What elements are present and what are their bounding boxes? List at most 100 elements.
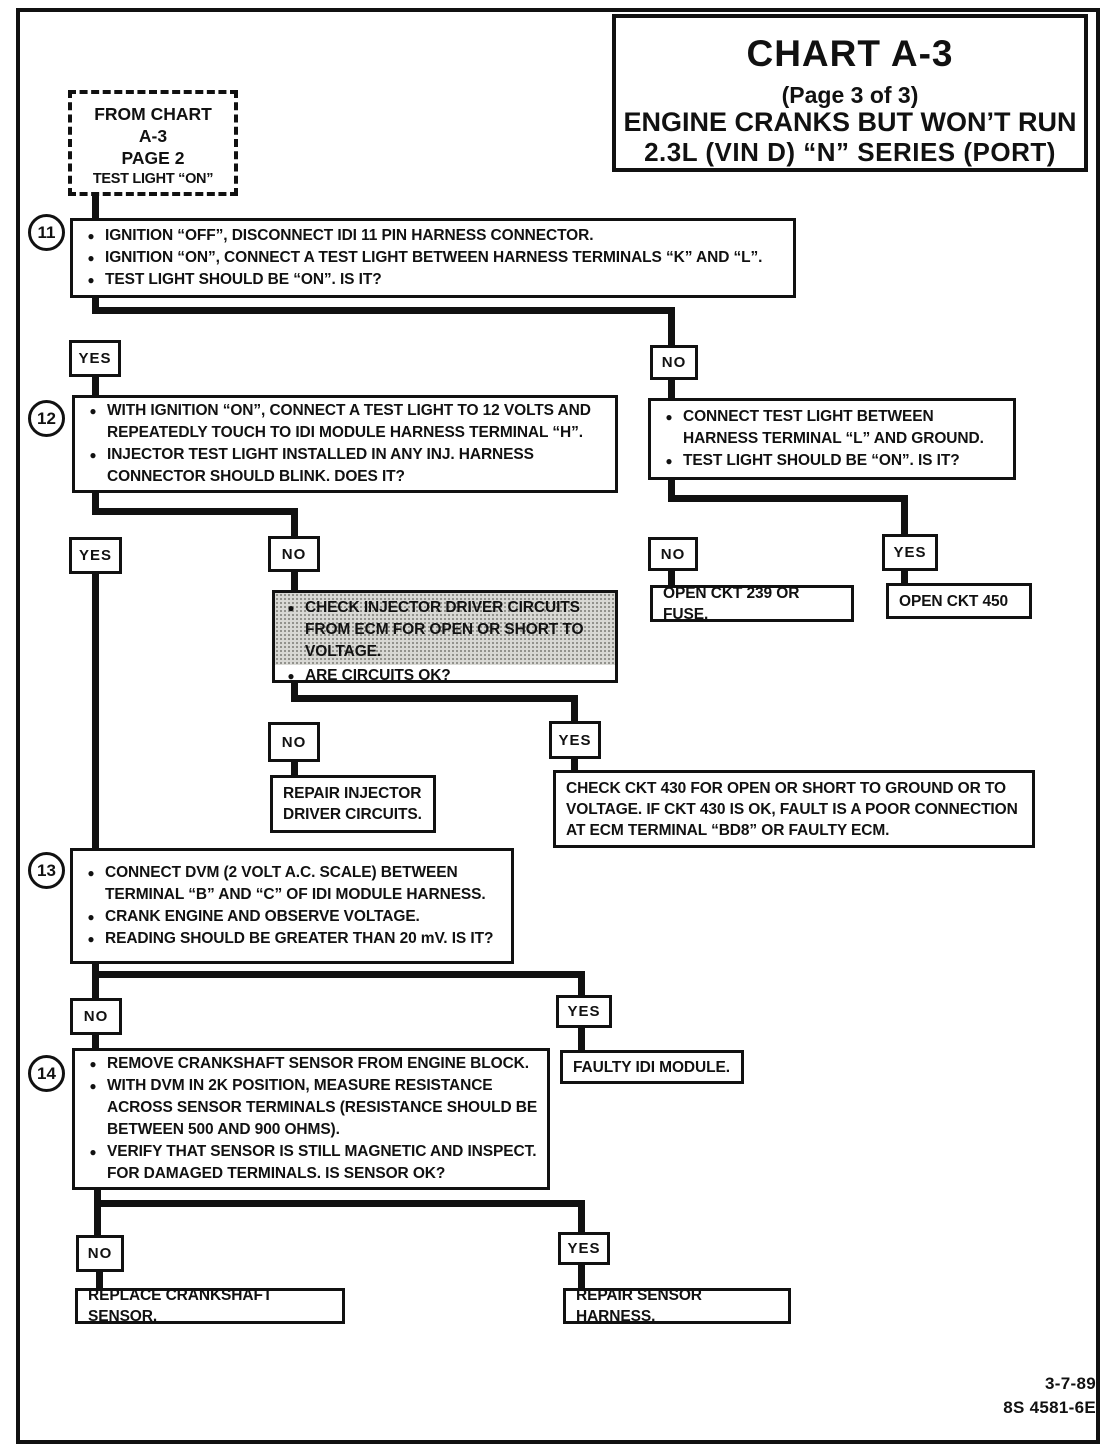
connector: [578, 1265, 585, 1289]
step14-bullet-row: ● WITH DVM IN 2K POSITION, MEASURE RESIS…: [79, 1075, 539, 1141]
step11-number-badge: 11: [28, 214, 65, 251]
ground-test-no-box: NO: [648, 537, 698, 571]
step12-bullet-row: ● WITH IGNITION “ON”, CONNECT A TEST LIG…: [79, 400, 607, 444]
bullet-icon: ●: [87, 229, 95, 243]
step11-no-box: NO: [650, 345, 698, 380]
connector: [668, 571, 675, 586]
test-light-ground-bullet-row: ● TEST LIGHT SHOULD BE “ON”. IS IT?: [655, 450, 1005, 472]
step14-yes-box: YES: [558, 1232, 610, 1265]
entry-line3: PAGE 2: [121, 148, 185, 168]
connector: [291, 508, 298, 537]
bullet-icon: ●: [89, 1145, 97, 1159]
connector: [92, 574, 99, 850]
open-ckt-239-label: OPEN CKT 239 OR FUSE.: [663, 584, 800, 623]
entry-line4: TEST LIGHT “ON”: [92, 171, 214, 187]
check-injector-shaded-row: ● CHECK INJECTOR DRIVER CIRCUITS FROM EC…: [275, 593, 615, 665]
no-label: NO: [83, 1008, 109, 1025]
repair-harness-label: REPAIR SENSOR HARNESS.: [576, 1287, 702, 1325]
footer-date: 3-7-89: [1045, 1374, 1096, 1393]
step12-yes-box: YES: [69, 537, 122, 574]
bullet-icon: ●: [665, 454, 673, 468]
step11-box: ● IGNITION “OFF”, DISCONNECT IDI 11 PIN …: [70, 218, 796, 298]
step13-bullet-3: READING SHOULD BE GREATER THAN 20 mV. IS…: [105, 930, 494, 947]
check-injector-plain-row: ● ARE CIRCUITS OK?: [275, 665, 615, 691]
step11-number: 11: [37, 222, 56, 242]
test-light-ground-bullet-row: ● CONNECT TEST LIGHT BETWEEN HARNESS TER…: [655, 406, 1005, 450]
connector: [92, 1035, 99, 1049]
connector: [94, 1200, 585, 1207]
chart-page-indicator: (Page 3 of 3): [781, 82, 919, 108]
step13-bullet-1: CONNECT DVM (2 VOLT A.C. SCALE) BETWEEN …: [105, 864, 486, 903]
repair-harness-box: REPAIR SENSOR HARNESS.: [563, 1287, 791, 1325]
connector: [92, 298, 99, 314]
step14-bullet-row: ● REMOVE CRANKSHAFT SENSOR FROM ENGINE B…: [79, 1053, 539, 1075]
open-ckt-239-box: OPEN CKT 239 OR FUSE.: [650, 584, 854, 623]
step12-bullet-1: WITH IGNITION “ON”, CONNECT A TEST LIGHT…: [107, 402, 591, 441]
entry-from-chart-box: FROM CHART A-3 PAGE 2 TEST LIGHT “ON”: [68, 90, 238, 196]
bullet-icon: ●: [89, 1079, 97, 1093]
bullet-icon: ●: [87, 273, 95, 287]
faulty-idi-label: FAULTY IDI MODULE.: [573, 1058, 730, 1076]
step12-number-badge: 12: [28, 400, 65, 437]
yes-label: YES: [893, 544, 927, 561]
step12-no-box: NO: [268, 536, 320, 572]
step13-no-box: NO: [70, 998, 122, 1035]
step13-bullet-row: ● CONNECT DVM (2 VOLT A.C. SCALE) BETWEE…: [77, 862, 503, 906]
circuits-no-box: NO: [268, 722, 320, 762]
yes-label: YES: [567, 1003, 601, 1020]
connector: [92, 493, 99, 515]
connector: [578, 1028, 585, 1051]
step14-bullet-row: ● VERIFY THAT SENSOR IS STILL MAGNETIC A…: [79, 1141, 539, 1185]
repair-injector-label: REPAIR INJECTOR DRIVER CIRCUITS.: [283, 785, 422, 823]
bullet-icon: ●: [87, 251, 95, 265]
connector: [92, 964, 99, 1000]
connector: [92, 194, 99, 220]
step14-no-box: NO: [76, 1235, 124, 1272]
connector: [578, 1200, 585, 1233]
yes-label: YES: [558, 731, 592, 749]
bullet-icon: ●: [89, 404, 97, 418]
yes-label: YES: [567, 1240, 601, 1257]
step13-number-badge: 13: [28, 852, 65, 889]
step13-number: 13: [37, 860, 56, 880]
step12-bullet-row: ● INJECTOR TEST LIGHT INSTALLED IN ANY I…: [79, 444, 607, 488]
step14-bullet-3: VERIFY THAT SENSOR IS STILL MAGNETIC AND…: [107, 1143, 537, 1182]
step13-bullet-2: CRANK ENGINE AND OBSERVE VOLTAGE.: [105, 908, 420, 925]
yes-label: YES: [78, 350, 112, 367]
connector: [571, 759, 578, 771]
connector: [668, 495, 908, 502]
connector: [291, 695, 578, 702]
connector: [668, 307, 675, 347]
step14-number: 14: [37, 1063, 56, 1083]
replace-sensor-label: REPLACE CRANKSHAFT SENSOR.: [88, 1287, 273, 1325]
bullet-icon: ●: [87, 866, 95, 880]
bullet-icon: ●: [89, 448, 97, 462]
footer-block: 3-7-89 8S 4581-6E: [920, 1372, 1096, 1420]
step11-bullet-row: ● IGNITION “OFF”, DISCONNECT IDI 11 PIN …: [77, 225, 785, 247]
step13-box: ● CONNECT DVM (2 VOLT A.C. SCALE) BETWEE…: [70, 848, 514, 964]
connector: [668, 380, 675, 399]
step11-yes-box: YES: [69, 340, 121, 377]
check-injector-shaded-text: CHECK INJECTOR DRIVER CIRCUITS FROM ECM …: [305, 599, 584, 660]
step11-bullet-3: TEST LIGHT SHOULD BE “ON”. IS IT?: [105, 271, 382, 288]
bullet-icon: ●: [87, 910, 95, 924]
no-label: NO: [281, 545, 307, 563]
test-light-ground-bullet-1: CONNECT TEST LIGHT BETWEEN HARNESS TERMI…: [683, 408, 984, 447]
connector: [92, 307, 675, 314]
bullet-icon: ●: [287, 601, 295, 615]
connector: [901, 571, 908, 584]
bullet-icon: ●: [287, 669, 295, 683]
step11-bullet-row: ● IGNITION “ON”, CONNECT A TEST LIGHT BE…: [77, 247, 785, 269]
no-label: NO: [87, 1245, 113, 1262]
step14-box: ● REMOVE CRANKSHAFT SENSOR FROM ENGINE B…: [72, 1048, 550, 1190]
step13-bullet-row: ● CRANK ENGINE AND OBSERVE VOLTAGE.: [77, 906, 503, 928]
open-ckt-450-label: OPEN CKT 450: [899, 592, 1009, 610]
bullet-icon: ●: [89, 1057, 97, 1071]
step13-bullet-row: ● READING SHOULD BE GREATER THAN 20 mV. …: [77, 928, 503, 950]
chart-symptom: ENGINE CRANKS BUT WON’T RUN: [623, 107, 1077, 137]
test-light-ground-bullet-2: TEST LIGHT SHOULD BE “ON”. IS IT?: [683, 452, 960, 469]
connector: [92, 971, 585, 978]
connector: [96, 1272, 103, 1289]
no-label: NO: [661, 354, 687, 371]
bullet-icon: ●: [87, 932, 95, 946]
